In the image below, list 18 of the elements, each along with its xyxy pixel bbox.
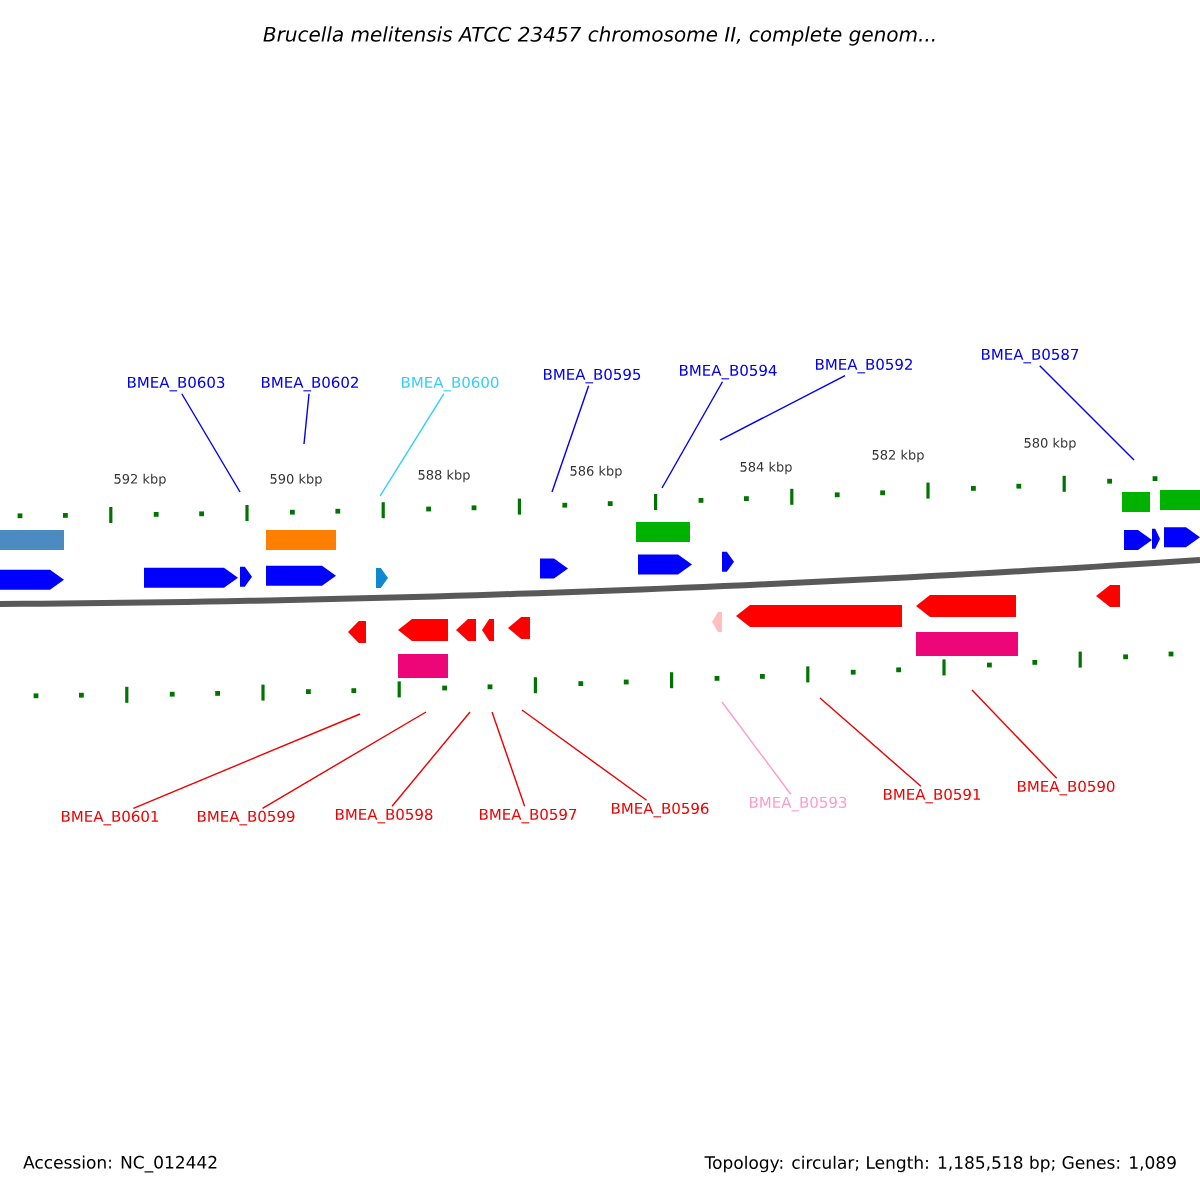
leader-line [971, 689, 1058, 779]
leader-line [379, 393, 445, 497]
leader-line [132, 713, 361, 809]
leader-line [1039, 365, 1135, 461]
leader-line [303, 393, 310, 445]
leader-line [721, 701, 792, 795]
leader-line [261, 711, 427, 809]
leader-line [551, 385, 590, 493]
leader-line [819, 697, 922, 787]
title: Brucella melitensis ATCC 23457 chromosome II, complete genom... [263, 26, 935, 46]
leader-line [661, 381, 724, 489]
leader-line [181, 393, 241, 493]
leader-line [521, 709, 648, 801]
genome-info-text: Topology: circular; Length: 1,185,518 bp; Genes: 1,089 [704, 1155, 1176, 1173]
leader-line [391, 711, 471, 807]
leader-line [719, 375, 846, 441]
leader-line [491, 711, 526, 807]
accession-text: Accession: NC_012442 [23, 1155, 217, 1173]
